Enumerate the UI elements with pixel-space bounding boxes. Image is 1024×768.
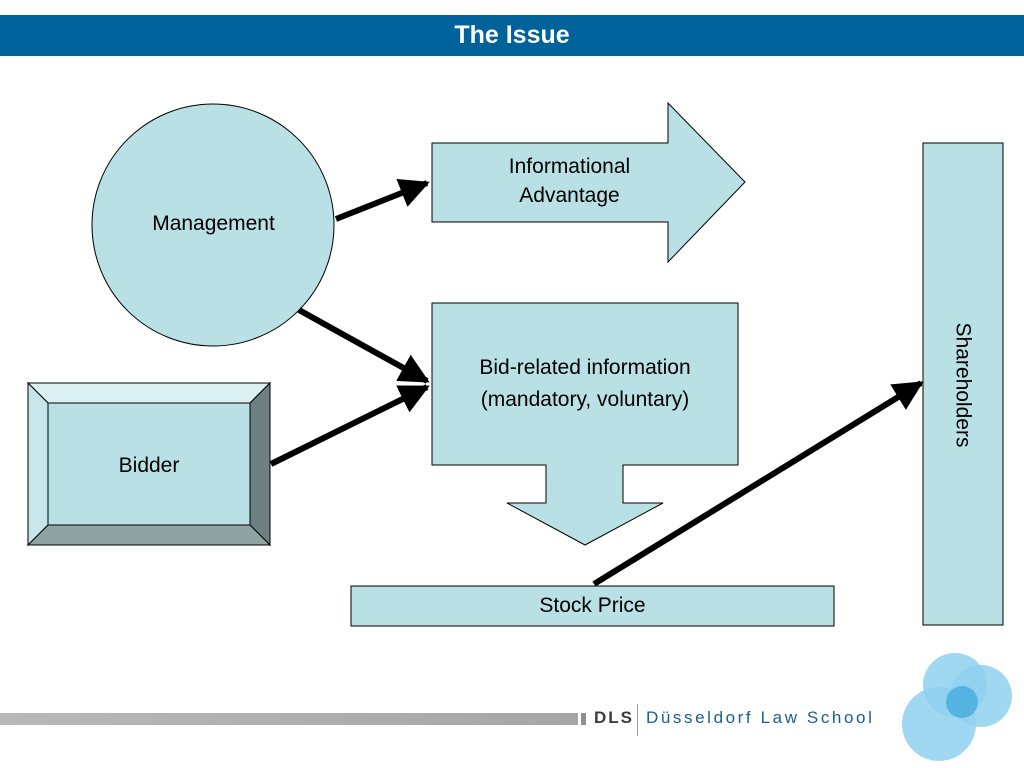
footer-bar-end bbox=[581, 713, 586, 725]
management-label: Management bbox=[152, 212, 275, 235]
informational-advantage-node bbox=[431, 101, 746, 264]
footer-bar bbox=[0, 713, 578, 725]
shareholders-node bbox=[922, 142, 1004, 626]
stock-price-node bbox=[350, 585, 835, 627]
arrow-bidder-to-bid-info bbox=[269, 384, 430, 467]
informational-advantage-label: Informational Advantage bbox=[432, 152, 707, 211]
arrow-management-to-informational bbox=[334, 178, 430, 222]
bid-related-information-line-1: Bid-related information bbox=[479, 356, 691, 379]
bidder-node bbox=[26, 381, 272, 547]
bid-related-information-line-2: (mandatory, voluntary) bbox=[480, 387, 690, 411]
brand-short: DLS bbox=[594, 708, 634, 727]
arrow-management-to-bid-info bbox=[297, 307, 430, 384]
school-logo-icon bbox=[902, 653, 1012, 761]
brand-divider bbox=[637, 704, 638, 736]
informational-advantage-line-1: Informational bbox=[508, 155, 631, 178]
bid-related-information-label: Bid-related information (mandatory, volu… bbox=[432, 352, 738, 415]
shareholders-label: Shareholders bbox=[951, 322, 975, 448]
informational-advantage-line-2: Advantage bbox=[519, 184, 620, 208]
arrow-stock-price-to-shareholders bbox=[592, 380, 924, 587]
management-node bbox=[91, 103, 335, 347]
stock-price-label: Stock Price bbox=[539, 594, 646, 617]
slide-title: The Issue bbox=[0, 15, 1024, 56]
brand-name: Düsseldorf Law School bbox=[646, 708, 875, 727]
bidder-label: Bidder bbox=[118, 454, 180, 477]
bid-related-information-node bbox=[431, 302, 739, 546]
